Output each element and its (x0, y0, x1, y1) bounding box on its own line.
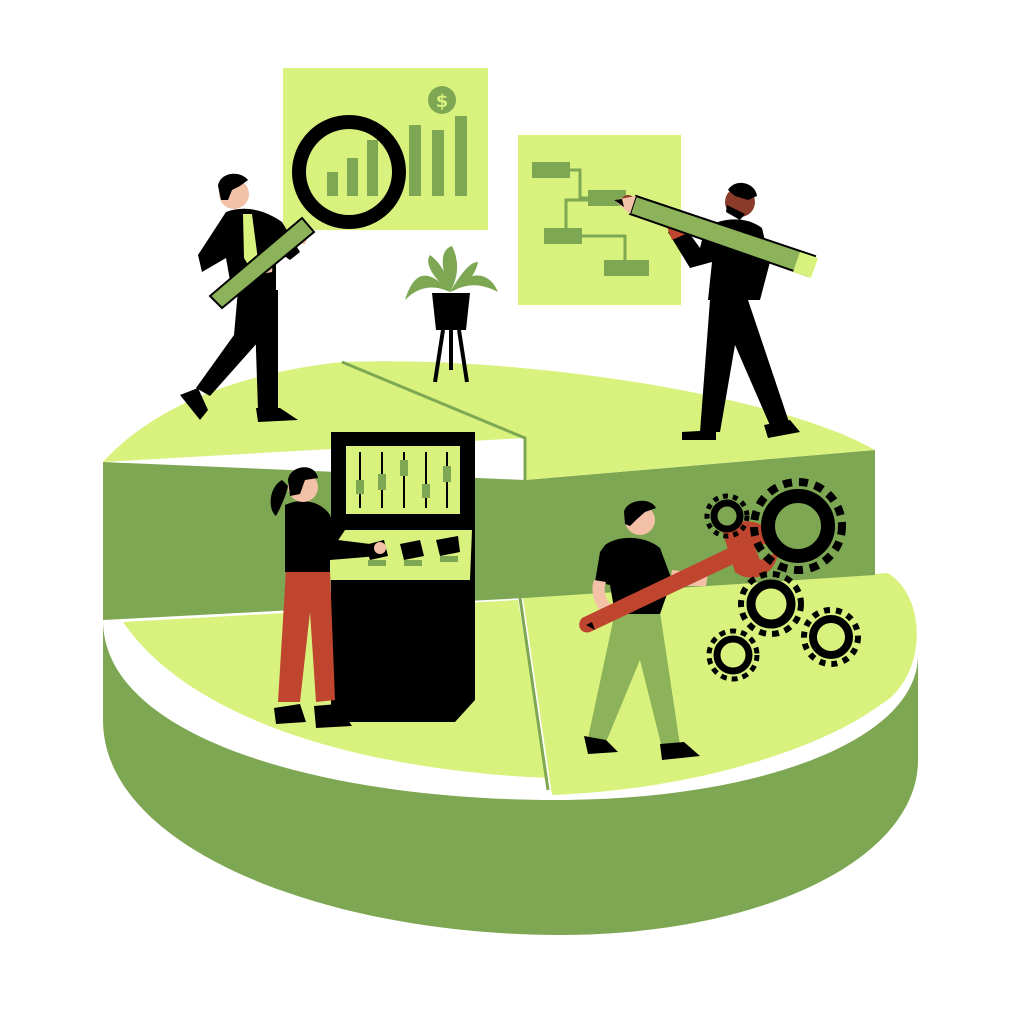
pie-chart-base (103, 360, 918, 935)
flowchart-icon (532, 162, 649, 276)
gear-icon (706, 628, 760, 682)
gear-icon (738, 571, 804, 637)
man-with-pencil (614, 182, 818, 440)
man-with-wrench (579, 500, 778, 760)
magnifier-icon (208, 115, 406, 310)
pie-divider-lower (518, 597, 550, 791)
gear-icon (801, 607, 861, 667)
pie-slice-top-right (342, 361, 875, 480)
dollar-icon: $ (428, 86, 456, 114)
pie-lower-side (103, 620, 918, 935)
man-with-magnifier (180, 115, 406, 422)
gear-icon (750, 478, 846, 574)
pie-divider (341, 360, 527, 480)
bar-chart-icon (327, 116, 467, 196)
control-panel-icon (325, 432, 475, 722)
dollar-symbol: $ (436, 91, 449, 112)
plant-icon (405, 246, 498, 383)
gear-icon (704, 493, 750, 539)
woman-at-control-panel (270, 432, 475, 728)
pencil-icon (614, 194, 818, 278)
gear-icon-cluster (704, 478, 861, 682)
